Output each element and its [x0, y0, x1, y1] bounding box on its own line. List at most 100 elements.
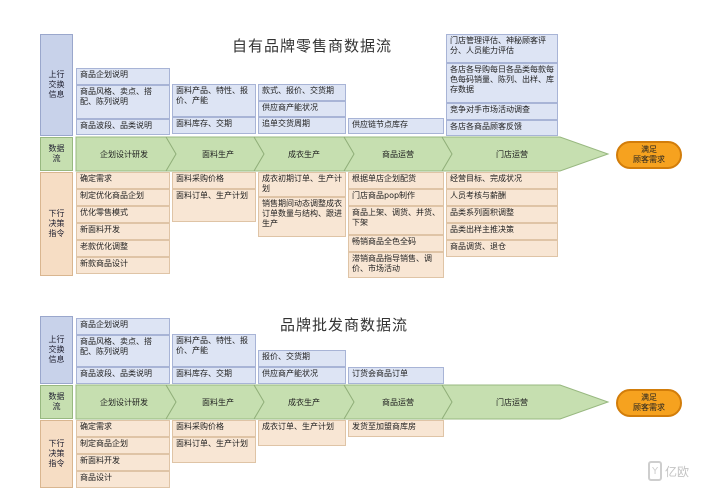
retail-down-col-4: 根据单店企划配货 门店商品pop制作 商品上架、调货、并货、下架 畅销商品全色全…	[348, 172, 444, 278]
wholesale-title: 品牌批发商数据流	[280, 316, 409, 334]
wholesale-stage-label: 面料生产	[202, 398, 234, 407]
wholesale-up-col-1: 商品企划说明 商品风格、卖点、搭配、陈列说明 商品波段、品类说明	[76, 318, 170, 384]
retail-goal-badge: 满足 顾客需求	[616, 141, 682, 169]
retail-up-cell: 商品企划说明	[76, 68, 170, 85]
wholesale-up-cell: 供应商产能状况	[258, 367, 346, 384]
retail-down-cell: 品类系列面积调整	[446, 206, 558, 223]
wholesale-down-col-2: 面料采购价格 面料订单、生产计划	[172, 420, 256, 463]
retail-down-cell: 面料采购价格	[172, 172, 256, 189]
retail-side-down-label: 下行 决策 指令	[48, 209, 65, 238]
retail-down-col-5: 经营目标、完成状况 人员考核与薪酬 品类系列面积调整 品类出样主推决策 商品调货…	[446, 172, 558, 257]
wholesale-up-col-2: 面料产品、特性、报价、产能 面料库存、交期	[172, 334, 256, 384]
retail-down-cell: 品类出样主推决策	[446, 223, 558, 240]
retail-up-cell: 款式、报价、交货期	[258, 84, 346, 101]
wholesale-down-cell: 制定商品企划	[76, 437, 170, 454]
retail-up-cell: 门店管理评估、神秘顾客评分、人员能力评估	[446, 34, 558, 63]
wholesale-down-cell: 面料订单、生产计划	[172, 437, 256, 463]
retail-side-down: 下行 决策 指令	[40, 172, 73, 276]
wholesale-side-mid: 数据 流	[40, 385, 73, 419]
wholesale-down-cell: 确定需求	[76, 420, 170, 437]
retail-up-col-4: 供应链节点库存	[348, 118, 444, 134]
retail-stage-label: 企划设计研发	[100, 150, 148, 159]
retail-chevron	[343, 136, 355, 172]
retail-up-cell: 各店各商品顾客反馈	[446, 120, 558, 136]
retail-down-cell: 商品调货、退仓	[446, 240, 558, 257]
wholesale-down-col-1: 确定需求 制定商品企划 新面料开发 商品设计	[76, 420, 170, 488]
retail-down-cell: 人员考核与薪酬	[446, 189, 558, 206]
wholesale-up-col-3: 报价、交货期 供应商产能状况	[258, 350, 346, 384]
wholesale-up-cell: 商品企划说明	[76, 318, 170, 335]
retail-up-cell: 竞争对手市场活动调查	[446, 103, 558, 120]
wholesale-down-cell: 商品设计	[76, 471, 170, 488]
retail-flow-arrow	[75, 136, 610, 172]
wholesale-stage-label: 企划设计研发	[100, 398, 148, 407]
watermark-logo-icon: Y	[648, 461, 662, 481]
retail-up-cell: 供应链节点库存	[348, 118, 444, 134]
watermark-text: 亿欧	[665, 464, 690, 479]
retail-goal-label: 满足 顾客需求	[633, 145, 665, 164]
retail-down-cell: 门店商品pop制作	[348, 189, 444, 206]
wholesale-stage-label: 门店运营	[496, 398, 528, 407]
wholesale-up-col-4: 订货会商品订单	[348, 367, 444, 384]
wholesale-stage-label: 商品运营	[382, 398, 414, 407]
retail-side-up-label: 上行 交换 信息	[48, 70, 65, 99]
retail-up-cell: 供应商产能状况	[258, 101, 346, 117]
wholesale-side-up: 上行 交换 信息	[40, 316, 73, 384]
wholesale-chevron	[441, 384, 453, 420]
wholesale-side-mid-label: 数据 流	[48, 392, 65, 411]
retail-chevron	[253, 136, 265, 172]
retail-down-col-3: 成衣初期订单、生产计划 销售期间动态调整成衣订单数量与结构、跟进生产	[258, 172, 346, 237]
retail-stage-label: 成衣生产	[288, 150, 320, 159]
wholesale-up-cell: 面料产品、特性、报价、产能	[172, 334, 256, 367]
retail-down-cell: 确定需求	[76, 172, 170, 189]
retail-up-cell: 面料库存、交期	[172, 117, 256, 134]
wholesale-goal-label: 满足 顾客需求	[633, 393, 665, 412]
wholesale-down-col-4: 发货至加盟商库房	[348, 420, 444, 437]
wholesale-down-cell: 新面料开发	[76, 454, 170, 471]
retail-down-cell: 制定优化商品企划	[76, 189, 170, 206]
retail-stage-label: 门店运营	[496, 150, 528, 159]
wholesale-down-cell: 面料采购价格	[172, 420, 256, 437]
wholesale-up-cell: 面料库存、交期	[172, 367, 256, 384]
retail-side-up: 上行 交换 信息	[40, 34, 73, 136]
watermark: Y 亿欧	[648, 458, 692, 484]
retail-up-cell: 商品波段、品类说明	[76, 119, 170, 135]
retail-down-col-1: 确定需求 制定优化商品企划 优化零售模式 新面料开发 老款优化调整 新款商品设计	[76, 172, 170, 274]
wholesale-side-up-label: 上行 交换 信息	[48, 335, 65, 364]
retail-down-cell: 优化零售模式	[76, 206, 170, 223]
retail-up-cell: 面料产品、特性、报价、产能	[172, 84, 256, 117]
retail-up-cell: 追单交货周期	[258, 117, 346, 134]
retail-up-col-5: 门店管理评估、神秘顾客评分、人员能力评估 各店各导购每日各品类每款每色每码销量、…	[446, 34, 558, 136]
retail-down-cell: 销售期间动态调整成衣订单数量与结构、跟进生产	[258, 197, 346, 237]
wholesale-stage-label: 成衣生产	[288, 398, 320, 407]
retail-down-cell: 滞销商品指导销售、调价、市场活动	[348, 252, 444, 278]
retail-down-cell: 根据单店企划配货	[348, 172, 444, 189]
wholesale-up-cell: 商品波段、品类说明	[76, 367, 170, 384]
retail-side-mid: 数据 流	[40, 137, 73, 171]
retail-stage-label: 商品运营	[382, 150, 414, 159]
wholesale-side-down: 下行 决策 指令	[40, 420, 73, 488]
retail-chevron	[441, 136, 453, 172]
wholesale-chevron	[253, 384, 265, 420]
retail-up-col-3: 款式、报价、交货期 供应商产能状况 追单交货周期	[258, 84, 346, 134]
retail-title: 自有品牌零售商数据流	[232, 37, 393, 55]
wholesale-side-down-label: 下行 决策 指令	[48, 439, 65, 468]
retail-down-cell: 老款优化调整	[76, 240, 170, 257]
wholesale-chevron	[165, 384, 177, 420]
retail-down-cell: 新款商品设计	[76, 257, 170, 274]
retail-up-col-1: 商品企划说明 商品风格、卖点、搭配、陈列说明 商品波段、品类说明	[76, 68, 170, 135]
retail-down-cell: 面料订单、生产计划	[172, 189, 256, 222]
wholesale-down-cell: 发货至加盟商库房	[348, 420, 444, 437]
wholesale-down-cell: 成衣订单、生产计划	[258, 420, 346, 446]
retail-down-col-2: 面料采购价格 面料订单、生产计划	[172, 172, 256, 222]
wholesale-flow-arrow	[75, 384, 610, 420]
retail-down-cell: 畅销商品全色全码	[348, 235, 444, 252]
wholesale-up-cell: 报价、交货期	[258, 350, 346, 367]
retail-stage-label: 面料生产	[202, 150, 234, 159]
retail-side-mid-label: 数据 流	[48, 144, 65, 163]
retail-up-cell: 各店各导购每日各品类每款每色每码销量、陈列、出样、库存数据	[446, 63, 558, 103]
retail-chevron	[165, 136, 177, 172]
retail-down-cell: 经营目标、完成状况	[446, 172, 558, 189]
wholesale-up-cell: 商品风格、卖点、搭配、陈列说明	[76, 335, 170, 367]
wholesale-up-cell: 订货会商品订单	[348, 367, 444, 384]
